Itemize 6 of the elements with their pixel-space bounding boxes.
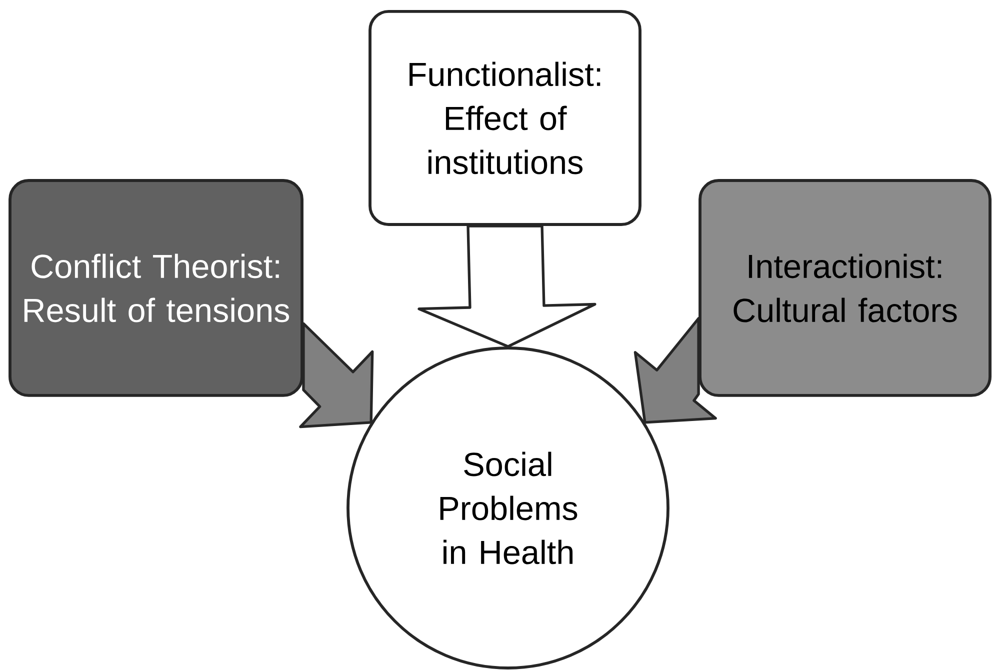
block-arrow <box>299 322 374 428</box>
approach-box: Conflict Theorist: Result of tensions <box>8 179 304 397</box>
approach-box: Functionalist: Effect of institutions <box>368 10 642 226</box>
block-arrow <box>418 224 596 348</box>
approach-box: Interactionist: Cultural factors <box>698 179 992 397</box>
block-arrow <box>634 317 717 424</box>
